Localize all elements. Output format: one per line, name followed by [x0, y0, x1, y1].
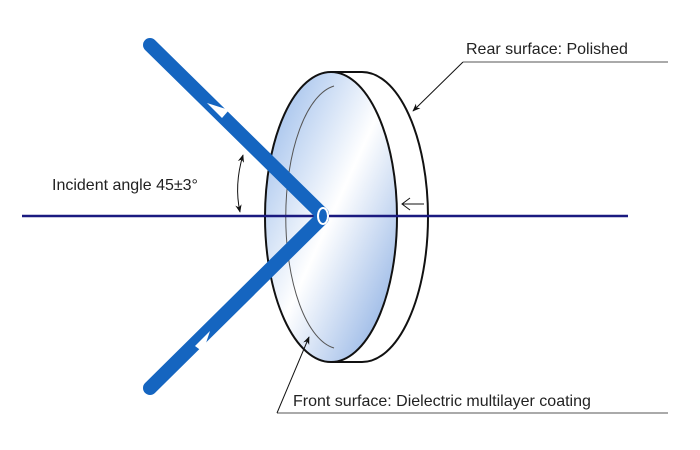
incident-beam-arrow-icon	[207, 103, 229, 118]
rear-surface-label: Rear surface: Polished	[466, 41, 628, 58]
reflected-beam	[143, 211, 329, 395]
front-surface-label: Front surface: Dielectric multilayer coa…	[293, 393, 591, 410]
rear-surface-callout: Rear surface: Polished	[412, 41, 668, 112]
angle-arc	[235, 154, 244, 213]
incident-angle-label: Incident angle 45±3°	[52, 177, 198, 194]
front-surface-callout: Front surface: Dielectric multilayer coa…	[276, 336, 668, 414]
reflected-beam-arrow-icon	[195, 331, 210, 352]
incident-beam	[143, 38, 329, 221]
rear-pointer-arrow-icon	[401, 197, 424, 211]
reflection-point	[317, 207, 329, 225]
